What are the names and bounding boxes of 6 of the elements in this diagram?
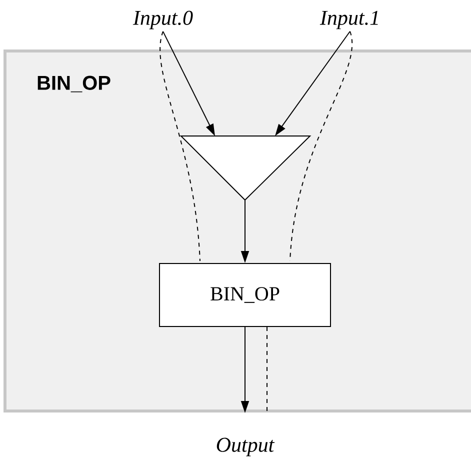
port-label: Input.1 <box>320 10 378 30</box>
process-box: BIN_OP <box>159 263 331 327</box>
dashed-line <box>160 30 200 262</box>
dashed-line <box>266 326 268 412</box>
port-label: Input.0 <box>132 10 193 30</box>
port-label: Output <box>216 438 275 456</box>
